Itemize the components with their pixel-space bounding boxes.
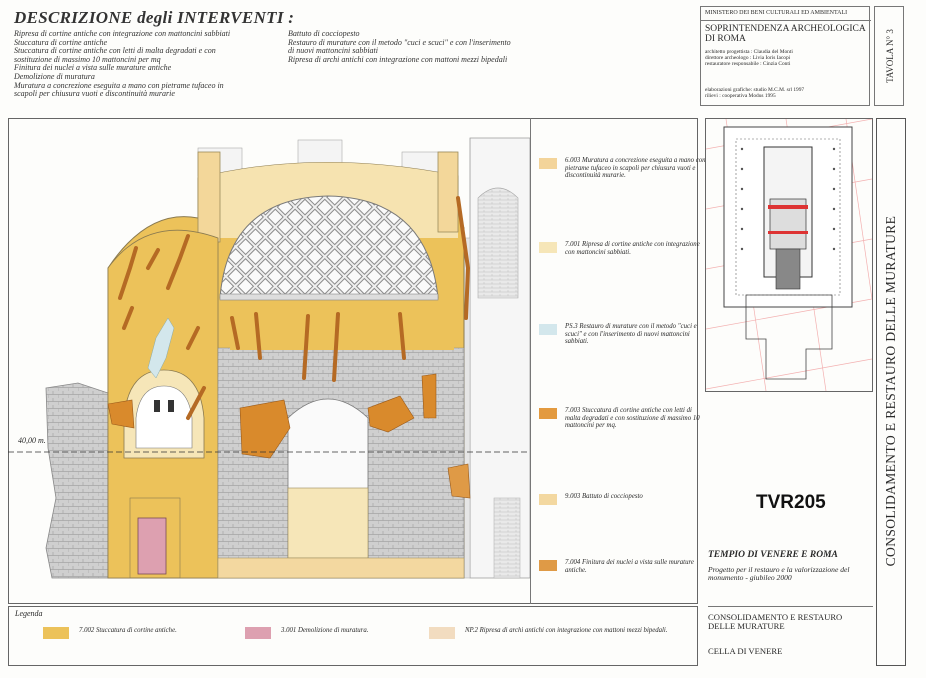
- description-line: Ripresa di archi antichi con integrazion…: [288, 54, 508, 64]
- blue-patch: [147, 317, 175, 379]
- tavola-label: TAVOLA N° 3: [885, 29, 895, 83]
- coffered-apse: [219, 195, 439, 299]
- orange-patch: [239, 399, 291, 459]
- room-name: CELLA DI VENERE: [708, 646, 783, 656]
- info-block: MINISTERO DEI BENI CULTURALI ED AMBIENTA…: [700, 6, 871, 106]
- crack-lines: [118, 196, 471, 420]
- description-line: di nuovi mattoncini sabbiati: [288, 46, 378, 56]
- description-left-column: Ripresa di cortine antiche con integrazi…: [14, 29, 284, 99]
- left-ruin-wall: [45, 382, 109, 579]
- key-plan-drawing: [706, 119, 872, 391]
- tavola-box: TAVOLA N° 3: [874, 6, 904, 106]
- description-line: Stuccatura di cortine antiche: [14, 37, 108, 47]
- bottom-legend: Legenda 7.002 Stuccatura di cortine anti…: [8, 606, 698, 666]
- demolition-door: [137, 517, 167, 575]
- legend-title: Legenda: [15, 609, 43, 618]
- swatch: [539, 560, 557, 571]
- credits: architetto progettista : Claudia del Mon…: [705, 49, 793, 68]
- vertical-title-strip: CONSOLIDAMENTO E RESTAURO DELLE MURATURE: [876, 118, 906, 666]
- section-title: CONSOLIDAMENTO E RESTAURO DELLE MURATURE: [708, 606, 873, 632]
- description-line: Ripresa di cortine antiche con integrazi…: [14, 29, 231, 38]
- vertical-title: CONSOLIDAMENTO E RESTAURO DELLE MURATURE: [883, 215, 898, 567]
- project-subtitle: Progetto per il restauro e la valorizzaz…: [708, 565, 850, 583]
- swatch: [539, 494, 557, 505]
- description-line: Finitura dei nuclei a vista sulle muratu…: [14, 63, 172, 73]
- description-line: scapoli per chiusura vuoti e discontinui…: [14, 89, 175, 99]
- left-tower: [197, 151, 221, 243]
- description-title: DESCRIZIONE degli INTERVENTI :: [14, 8, 295, 27]
- description-line: Demolizione di muratura: [14, 71, 95, 81]
- ministry-label: MINISTERO DEI BENI CULTURALI ED AMBIENTA…: [705, 10, 848, 16]
- drawing-panel: [8, 118, 698, 604]
- description-line: sostituzione di massimo 10 mattoncini pe…: [14, 54, 161, 64]
- swatch: [539, 158, 557, 169]
- swatch: [429, 627, 455, 639]
- elevation-drawing: [8, 137, 530, 579]
- level-label: 40,00 m.: [18, 436, 46, 445]
- description-right-column: Battuto di cocciopesto Restauro di murat…: [288, 29, 548, 64]
- tvr-code: TVR205: [756, 492, 826, 513]
- swatch: [539, 324, 557, 335]
- description-line: Muratura a concrezione eseguita a mano c…: [14, 80, 224, 90]
- swatch: [539, 408, 557, 419]
- side-legend: 6.003 Muratura a concrezione eseguita a …: [530, 118, 706, 604]
- project-title: TEMPIO DI VENERE E ROMA: [708, 550, 838, 560]
- credits-graphics: elaborazioni grafiche: studio M.C.M. srl…: [705, 87, 805, 100]
- description-line: Battuto di cocciopesto: [288, 29, 360, 38]
- swatch: [245, 627, 271, 639]
- office-label: SOPRINTENDENZA ARCHEOLOGICA DI ROMA: [705, 24, 866, 44]
- description-line: Stuccatura di cortine antiche con letti …: [14, 46, 216, 56]
- swatch: [43, 627, 69, 639]
- swatch: [539, 242, 557, 253]
- key-plan: [705, 118, 873, 392]
- description-line: Restauro di murature con il metodo "cuci…: [288, 37, 511, 47]
